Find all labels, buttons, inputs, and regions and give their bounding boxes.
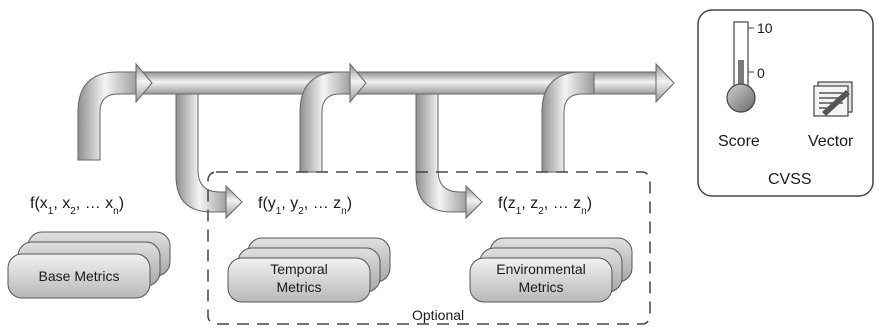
optional-region [207,171,651,325]
main-to-environmental-arrow [415,93,483,220]
environmental-metrics-label-2: Metrics [518,279,563,295]
environmental-metrics-label: Environmental [496,261,586,277]
temporal-metrics-stack: Temporal Metrics [227,237,391,303]
main-flow-arrow [117,62,675,104]
cvss-panel: 10 0 Score Vector CVSS [697,9,874,197]
environmental-function-label: f(z1, z2, … zn) [498,195,592,217]
temporal-metrics-label-2: Metrics [276,279,321,295]
base-metrics-stack: Base Metrics [7,231,171,299]
environmental-to-main-arrow [541,71,595,173]
base-metrics-label: Base Metrics [39,268,120,284]
temporal-function-label: f(y1, y2, … zn) [258,195,352,217]
vector-document-icon [813,81,853,117]
optional-label: Optional [412,307,464,323]
scale-min-label: 0 [757,65,765,81]
environmental-metrics-stack: Environmental Metrics [469,237,633,303]
score-label: Score [718,133,760,150]
thermometer-icon [726,21,756,113]
temporal-metrics-label: Temporal [270,261,328,277]
cvss-title: CVSS [768,171,812,188]
scale-max-label: 10 [757,20,773,36]
main-to-temporal-arrow [175,93,243,220]
vector-label: Vector [808,133,854,150]
temporal-to-main-arrow [299,62,367,173]
base-function-label: f(x1, x2, … xn) [30,195,124,217]
base-to-main-arrow [77,62,153,161]
